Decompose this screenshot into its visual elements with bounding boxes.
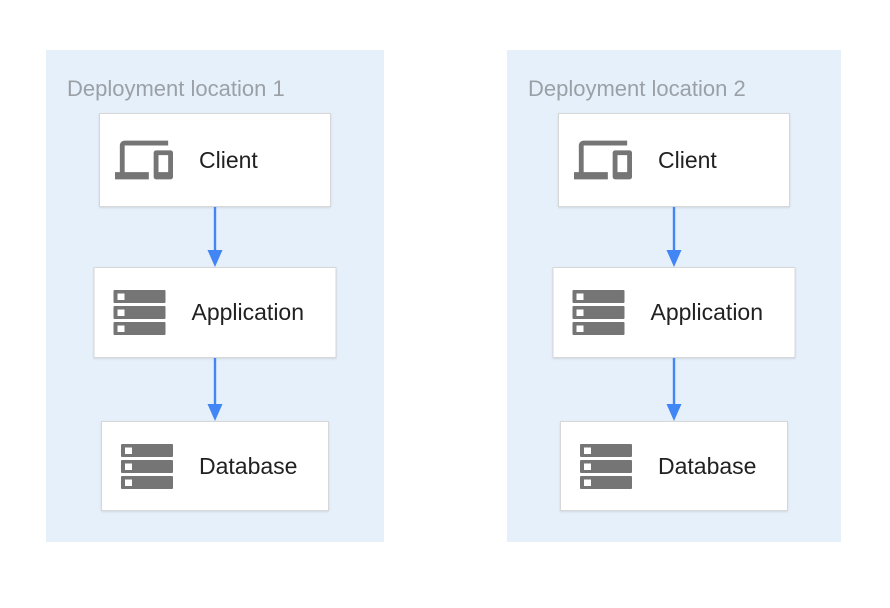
node-client: Client xyxy=(558,113,790,207)
node-label: Database xyxy=(658,452,757,479)
node-label: Database xyxy=(199,452,298,479)
node-label: Client xyxy=(199,146,258,173)
node-label: Application xyxy=(191,299,305,325)
deployment-panel-1: Deployment location 1 Client xyxy=(46,50,384,542)
node-database: Database xyxy=(560,421,788,511)
node-client: Client xyxy=(99,113,331,207)
flow-arrow xyxy=(666,358,682,421)
server-stack-icon xyxy=(572,290,625,335)
deployment-panel-2: Deployment location 2 Client xyxy=(507,50,841,542)
node-label: Application xyxy=(650,299,764,325)
devices-icon xyxy=(574,140,632,180)
flow-arrow xyxy=(666,207,682,267)
server-stack-icon xyxy=(121,443,173,489)
server-stack-icon xyxy=(113,290,166,335)
server-stack-icon xyxy=(580,443,632,489)
devices-icon xyxy=(115,140,173,180)
panel-title: Deployment location 1 xyxy=(67,76,285,101)
flow-arrow xyxy=(207,207,223,267)
node-database: Database xyxy=(101,421,329,511)
panel-title: Deployment location 2 xyxy=(528,76,746,101)
node-application: Application xyxy=(552,267,796,358)
node-application: Application xyxy=(93,267,337,358)
flow-arrow xyxy=(207,358,223,421)
node-label: Client xyxy=(658,146,717,173)
